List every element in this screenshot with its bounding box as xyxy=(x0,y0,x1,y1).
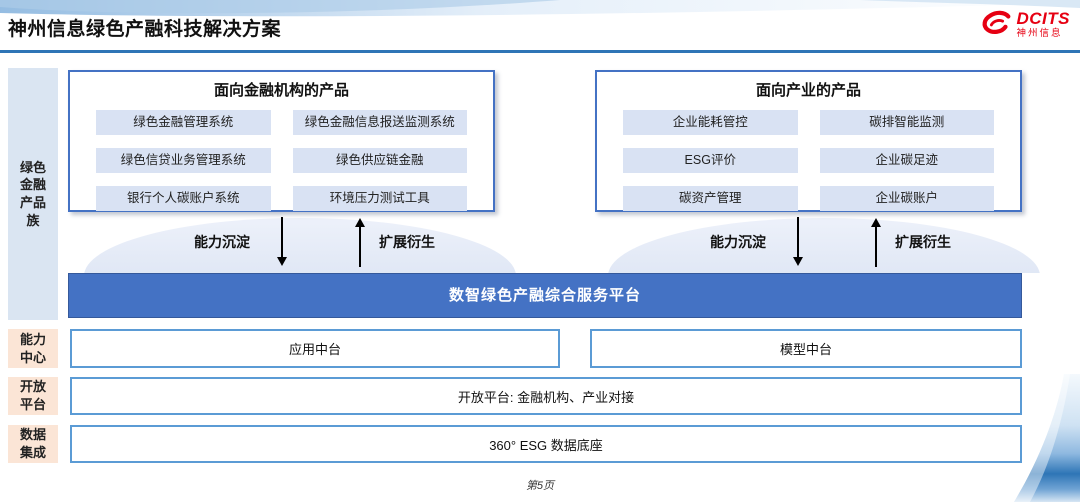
dcits-logo: DCITS 神州信息 xyxy=(981,9,1071,39)
sidebar-label-data-integration: 数据集成 xyxy=(8,425,58,463)
logo-brand: DCITS xyxy=(1016,8,1070,28)
page-title: 神州信息绿色产融科技解决方案 xyxy=(8,19,282,40)
dcits-swoosh-icon xyxy=(982,10,1010,35)
dcits-logo-text: DCITS 神州信息 xyxy=(1017,10,1071,39)
sidebar-label-product-family: 绿色金融产品族 xyxy=(8,68,58,320)
header-divider xyxy=(0,50,1080,53)
platform-bar: 数智绿色产融综合服务平台 xyxy=(68,273,1022,318)
product-item: 绿色金融信息报送监测系统 xyxy=(292,110,467,135)
product-item: 绿色供应链金融 xyxy=(292,148,467,173)
middle-box-model: 模型中台 xyxy=(590,329,1022,368)
product-group-title: 面向产业的产品 xyxy=(755,82,861,99)
product-grid: 绿色金融管理系统 绿色金融信息报送监测系统 绿色信贷业务管理系统 绿色供应链金融… xyxy=(70,100,493,211)
flow-group-right: 能力沉淀 扩展衍生 xyxy=(710,213,951,271)
dome-left xyxy=(84,214,516,273)
product-item: 绿色金融管理系统 xyxy=(96,110,271,135)
product-item: 碳排智能监测 xyxy=(819,110,994,135)
product-item: ESG评价 xyxy=(623,148,798,173)
corner-swoosh-decoration xyxy=(1014,374,1080,502)
product-item: 环境压力测试工具 xyxy=(292,186,467,211)
flow-label-down: 能力沉淀 xyxy=(710,234,766,250)
dome-right xyxy=(608,214,1040,273)
sidebar-label-open-platform: 开放平台 xyxy=(8,377,58,415)
open-platform-bar: 开放平台: 金融机构、产业对接 xyxy=(70,377,1022,415)
product-grid: 企业能耗管控 碳排智能监测 ESG评价 企业碳足迹 碳资产管理 企业碳账户 xyxy=(597,100,1020,211)
logo-brand-cn: 神州信息 xyxy=(1016,27,1063,39)
arrow-down-icon xyxy=(792,216,804,268)
flow-label-down: 能力沉淀 xyxy=(194,234,250,250)
product-item: 银行个人碳账户系统 xyxy=(96,186,271,211)
arrow-up-icon xyxy=(870,216,882,268)
sidebar-label-capability-center: 能力中心 xyxy=(8,329,58,368)
arrow-up-icon xyxy=(354,216,366,268)
flow-group-left: 能力沉淀 扩展衍生 xyxy=(194,213,435,271)
product-item: 企业能耗管控 xyxy=(623,110,798,135)
product-group-financial: 面向金融机构的产品 绿色金融管理系统 绿色金融信息报送监测系统 绿色信贷业务管理… xyxy=(68,70,495,212)
middle-box-app: 应用中台 xyxy=(70,329,560,368)
product-group-industry: 面向产业的产品 企业能耗管控 碳排智能监测 ESG评价 企业碳足迹 碳资产管理 … xyxy=(595,70,1022,212)
product-item: 企业碳账户 xyxy=(819,186,994,211)
product-item: 企业碳足迹 xyxy=(819,148,994,173)
arrow-down-icon xyxy=(276,216,288,268)
product-group-title: 面向金融机构的产品 xyxy=(213,82,349,99)
flow-label-up: 扩展衍生 xyxy=(895,234,951,250)
product-item: 绿色信贷业务管理系统 xyxy=(96,148,271,173)
flow-label-up: 扩展衍生 xyxy=(379,234,435,250)
product-item: 碳资产管理 xyxy=(623,186,798,211)
top-wave-decoration xyxy=(0,0,1080,17)
page-number: 第5页 xyxy=(525,480,555,492)
data-base-bar: 360° ESG 数据底座 xyxy=(70,425,1022,463)
